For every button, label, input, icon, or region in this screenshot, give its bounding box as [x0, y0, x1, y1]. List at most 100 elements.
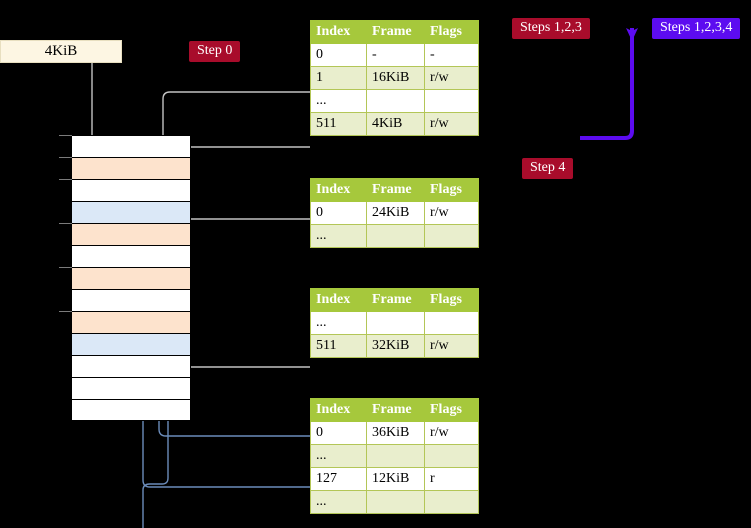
page-table-level-4-r1-c1: 16KiB [366, 66, 425, 90]
page-table-level-4-r2-c0: ... [310, 89, 367, 113]
wire-l3-row0 [170, 218, 310, 264]
table-row[interactable]: ... [310, 224, 479, 248]
page-table-level-1-r3-c0: ... [310, 490, 367, 514]
page-table-level-4-r1-c2: r/w [424, 66, 479, 90]
page-table-level-1-r3-c2 [424, 490, 479, 514]
page-table-level-1-r0-c2: r/w [424, 421, 479, 445]
memory-frame-tick-8 [59, 311, 72, 312]
table-row[interactable]: ... [310, 444, 479, 468]
page-table-level-4-r3-c1: 4KiB [366, 112, 425, 136]
physical-memory-column [59, 135, 191, 421]
badge-steps-123-label: Steps 1,2,3 [520, 20, 582, 35]
page-table-level-1-r0-c0: 0 [310, 421, 367, 445]
table-row[interactable]: ... [310, 89, 479, 113]
memory-frame-1 [59, 157, 191, 179]
page-table-level-2-header-index: Index [310, 288, 367, 312]
size-label-text: 4KiB [44, 43, 78, 59]
page-table-level-3-r1-c2 [424, 224, 479, 248]
page-table-level-2-r1-c0: 511 [310, 334, 367, 358]
badge-step-4: Step 4 [522, 158, 574, 179]
memory-frame-6 [59, 267, 191, 289]
page-table-level-1-header-frame: Frame [366, 398, 425, 422]
memory-frame-5 [71, 245, 191, 267]
memory-frame-0 [59, 135, 191, 157]
wire-l2-row511 [174, 302, 310, 368]
page-table-level-3-header-index: Index [310, 178, 367, 202]
memory-frame-tick-6 [59, 267, 72, 268]
table-row[interactable]: ... [310, 311, 479, 335]
badge-steps-1234: Steps 1,2,3,4 [652, 18, 741, 39]
page-table-level-1-header-index: Index [310, 398, 367, 422]
wire-l1-row0 [158, 415, 310, 437]
page-table-level-1-header-flags: Flags [424, 398, 479, 422]
page-table-level-4-r2-c1 [366, 89, 425, 113]
page-table-level-4-r1-c0: 1 [310, 66, 367, 90]
page-table-level-1-r2-c2: r [424, 467, 479, 491]
memory-frame-tick-0 [59, 135, 72, 136]
page-table-level-2-header-frame: Frame [366, 288, 425, 312]
purple-loop-arrow [580, 28, 638, 140]
page-table-level-4-r0-c0: 0 [310, 43, 367, 67]
page-table-level-4-header-flags: Flags [424, 20, 479, 44]
page-table-level-2-r0-c0: ... [310, 311, 367, 335]
page-table-level-3-r1-c1 [366, 224, 425, 248]
page-table-level-4-r0-c1: - [366, 43, 425, 67]
page-table-level-4-header-index: Index [310, 20, 367, 44]
badge-step-0-label: Step 0 [197, 43, 233, 58]
badge-steps-1234-label: Steps 1,2,3,4 [660, 20, 733, 35]
page-table-level-3-r0-c2: r/w [424, 201, 479, 225]
page-table-level-4-r0-c2: - [424, 43, 479, 67]
page-table-level-2-r1-c2: r/w [424, 334, 479, 358]
memory-frame-10 [71, 355, 191, 377]
badge-step-4-label: Step 4 [530, 160, 566, 175]
memory-frame-7 [71, 289, 191, 311]
page-table-level-1-r1-c2 [424, 444, 479, 468]
page-table-level-2-header-flags: Flags [424, 288, 479, 312]
page-table-level-1-r0-c1: 36KiB [366, 421, 425, 445]
memory-frame-4 [59, 223, 191, 245]
memory-frame-2 [59, 179, 191, 201]
page-table-level-1-r2-c1: 12KiB [366, 467, 425, 491]
memory-frame-3 [71, 201, 191, 223]
page-table-level-1-r3-c1 [366, 490, 425, 514]
memory-frame-tick-4 [59, 223, 72, 224]
size-label-4kib: 4KiB [0, 40, 122, 63]
memory-frame-12 [71, 399, 191, 421]
table-row[interactable]: ... [310, 490, 479, 514]
memory-frame-9 [71, 333, 191, 355]
wire-l4-row511 [174, 146, 310, 220]
page-table-level-1-r1-c0: ... [310, 444, 367, 468]
page-table-level-1-r1-c1 [366, 444, 425, 468]
memory-frame-tick-2 [59, 179, 72, 180]
page-table-level-3-r1-c0: ... [310, 224, 367, 248]
page-table-level-2-r0-c1 [366, 311, 425, 335]
page-table-level-1-r2-c0: 127 [310, 467, 367, 491]
memory-frame-tick-1 [59, 157, 72, 158]
page-table-level-3-header-frame: Frame [366, 178, 425, 202]
page-table-level-3-r0-c1: 24KiB [366, 201, 425, 225]
badge-steps-123: Steps 1,2,3 [512, 18, 590, 39]
page-table-level-3-r0-c0: 0 [310, 201, 367, 225]
page-table-level-4-header-frame: Frame [366, 20, 425, 44]
memory-frame-11 [71, 377, 191, 399]
wire-l1-row127 [142, 415, 310, 488]
table-row[interactable]: 0-- [310, 43, 479, 67]
memory-frame-8 [59, 311, 191, 333]
page-table-level-4-r2-c2 [424, 89, 479, 113]
page-table-level-4-r3-c0: 511 [310, 112, 367, 136]
page-table-level-2-r0-c2 [424, 311, 479, 335]
page-table-level-3-header-flags: Flags [424, 178, 479, 202]
badge-step-0: Step 0 [189, 41, 241, 62]
page-table-level-2-r1-c1: 32KiB [366, 334, 425, 358]
